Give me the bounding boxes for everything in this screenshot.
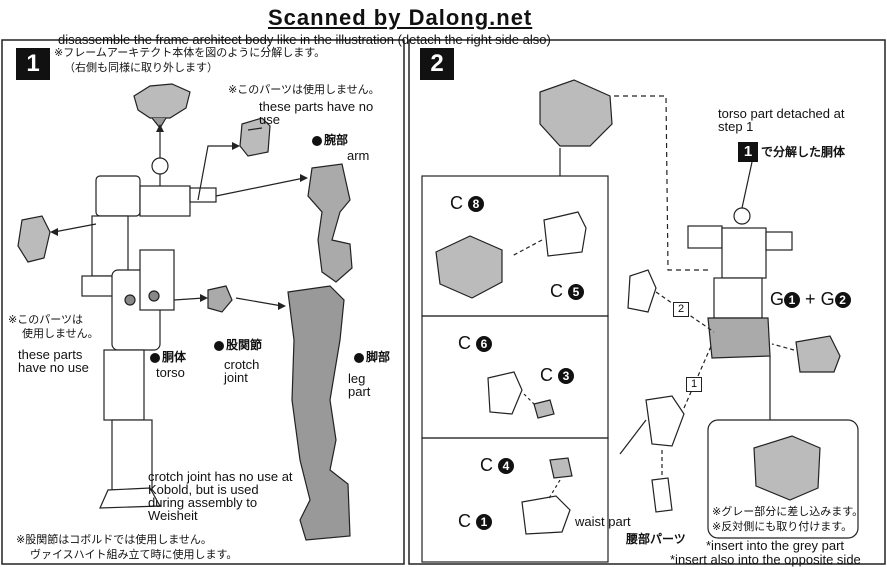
- crotch-label-en: crotch joint: [224, 357, 260, 385]
- detail-note-en-1: *insert into the grey part: [706, 538, 845, 553]
- part-number-icon: 1: [476, 514, 493, 531]
- sub-step-1-marker: 1: [686, 377, 702, 392]
- c5-part: [543, 211, 587, 257]
- c4-part: [549, 457, 573, 479]
- part-letter: C: [550, 281, 563, 301]
- part-number-icon: 6: [476, 336, 493, 353]
- step1-instruction-en: disassemble the frame architect body lik…: [58, 32, 551, 47]
- step2-frame: [408, 39, 886, 565]
- plus-sign: +: [805, 289, 816, 309]
- waist-part: [645, 395, 685, 447]
- c6-part: [487, 371, 523, 415]
- bullet-icon: [214, 340, 224, 351]
- part-label-c4: C 4: [480, 455, 515, 475]
- top-assembled-part: [539, 79, 613, 147]
- torso-label-jp: 胴体: [150, 348, 186, 365]
- unused-note-left-jp-2: 使用しません。: [22, 328, 99, 340]
- arm-label-jp: 腕部: [312, 131, 348, 148]
- detail-note-en-2: *insert also into the opposite side: [670, 552, 861, 567]
- unused-part-left: [17, 215, 51, 263]
- crotch-joint-part: [207, 285, 233, 313]
- crotch-note-jp-1: ※股関節はコボルドでは使用しません。: [16, 534, 212, 546]
- frame-body: [81, 157, 217, 509]
- arm-part: [307, 163, 353, 283]
- unused-note-left-jp-1: ※このパーツは: [8, 314, 83, 326]
- leg-label-en: leg part: [348, 371, 371, 399]
- torso-assembly: [687, 207, 793, 359]
- sub-panel-c4-c1: [421, 437, 609, 563]
- waist-lower-part: [651, 477, 673, 513]
- side-part-2: [627, 269, 657, 313]
- waist-label-jp: 腰部パーツ: [626, 532, 686, 546]
- g-part: [795, 335, 841, 373]
- part-number-icon: 1: [784, 292, 801, 309]
- torso-ref-en: torso part detached at step 1: [718, 106, 845, 134]
- arm-jp-text: 腕部: [324, 133, 349, 147]
- part-label-c8: C 8: [450, 193, 485, 213]
- unused-note-left-en: these parts have no use: [18, 347, 89, 375]
- head-part: [133, 83, 191, 130]
- bullet-icon: [354, 352, 364, 363]
- leg-part: [287, 285, 351, 541]
- part-letter: G: [820, 289, 835, 309]
- step1-instruction-jp-2: （右側も同様に取り外します）: [64, 62, 218, 74]
- part-letter: G: [770, 289, 785, 309]
- unused-note-top-en: these parts have no use: [259, 99, 374, 127]
- step1-badge: 1: [16, 48, 50, 80]
- detail-note-jp-2: ※反対側にも取り付けます。: [712, 521, 853, 533]
- torso-ref-step-badge: 1: [738, 142, 758, 162]
- crotch-label-jp: 股関節: [214, 336, 262, 353]
- part-number-icon: 2: [834, 292, 851, 309]
- part-number-icon: 4: [498, 458, 515, 475]
- torso-ref-jp-text: で分解した胴体: [761, 145, 846, 159]
- unused-note-top-jp: ※このパーツは使用しません。: [228, 84, 380, 96]
- step1-frame: [1, 39, 405, 565]
- arm-label-en: arm: [347, 148, 370, 163]
- detail-part: [753, 435, 821, 501]
- detail-note-jp-1: ※グレー部分に差し込みます。: [712, 506, 864, 518]
- part-label-c1: C 1: [458, 511, 493, 531]
- part-number-icon: 3: [558, 368, 575, 385]
- part-letter: C: [458, 511, 471, 531]
- crotch-note-en: crotch joint has no use at Kobold, but i…: [148, 469, 293, 523]
- part-label-c6: C 6: [458, 333, 493, 353]
- step2-badge: 2: [420, 48, 454, 80]
- c1-part: [521, 495, 571, 535]
- part-letter: C: [458, 333, 471, 353]
- part-letter: C: [450, 193, 463, 213]
- part-letter: C: [480, 455, 493, 475]
- sub-step-2-marker: 2: [673, 302, 689, 317]
- crotch-jp-text: 股関節: [226, 338, 263, 352]
- step1-instruction-jp-1: ※フレームアーキテクト本体を図のように分解します。: [54, 47, 326, 59]
- part-number-icon: 5: [568, 284, 585, 301]
- part-number-icon: 8: [468, 196, 485, 213]
- leg-label-jp: 脚部: [354, 348, 390, 365]
- detail-panel: [707, 419, 859, 539]
- leg-jp-text: 脚部: [366, 350, 391, 364]
- part-label-c5: C 5: [550, 281, 585, 301]
- watermark: Scanned by Dalong.net: [268, 5, 533, 30]
- c3-part: [533, 399, 555, 419]
- part-label-c3: C 3: [540, 365, 575, 385]
- bullet-icon: [150, 352, 160, 363]
- torso-label-en: torso: [156, 365, 185, 380]
- bullet-icon: [312, 135, 322, 146]
- waist-label-en: waist part: [575, 514, 631, 529]
- part-letter: C: [540, 365, 553, 385]
- crotch-note-jp-2: ヴァイスハイト組み立て時に使用します。: [30, 549, 238, 561]
- torso-jp-text: 胴体: [162, 350, 187, 364]
- c8-part: [435, 235, 503, 299]
